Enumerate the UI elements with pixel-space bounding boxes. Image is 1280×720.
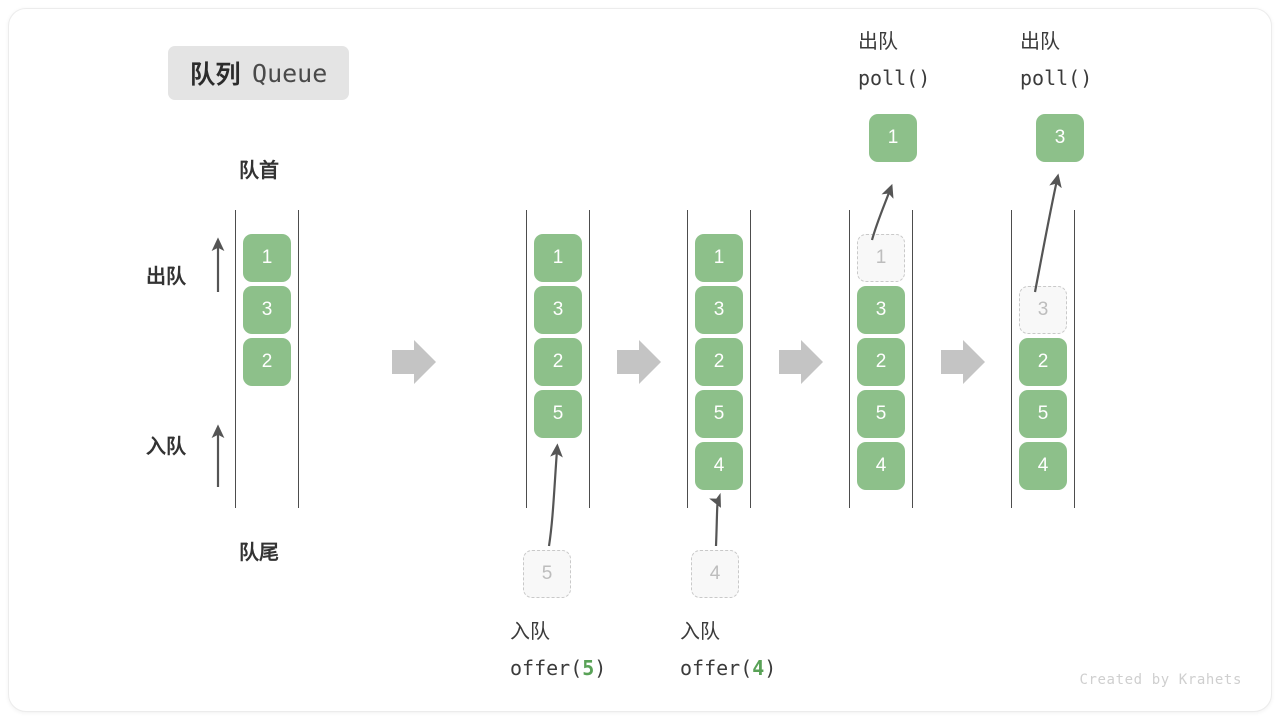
queue-slot: 4 xyxy=(1019,442,1067,490)
enqueue-direction-label: 入队 xyxy=(146,436,186,458)
poll-1-label-cn: 出队 xyxy=(858,31,898,53)
queue-rail-right xyxy=(1074,210,1075,508)
title-badge: 队列 Queue xyxy=(168,46,350,100)
offer-5-fn-arg: 5 xyxy=(582,656,595,680)
queue-slot: 4 xyxy=(857,442,905,490)
offer-5-label-fn: offer(5) xyxy=(510,658,606,678)
incoming-ghost-box-4: 4 xyxy=(691,550,739,598)
incoming-ghost-value-4: 4 xyxy=(709,563,721,584)
offer-5-label-cn: 入队 xyxy=(510,621,550,643)
queue-slot: 5 xyxy=(857,390,905,438)
poll-1-label-fn: poll() xyxy=(858,66,931,90)
queue-tail-label: 队尾 xyxy=(239,542,279,564)
queue-rail-left xyxy=(849,210,850,508)
title-cn: 队列 xyxy=(190,61,242,89)
poll-3-label-fn: poll() xyxy=(1020,66,1093,90)
queue-rail-right xyxy=(750,210,751,508)
queue-slot: 3 xyxy=(534,286,582,334)
watermark: Created by Krahets xyxy=(1079,672,1242,688)
queue-slot: 3 xyxy=(243,286,291,334)
queue-slot: 5 xyxy=(534,390,582,438)
queue-slot: 2 xyxy=(243,338,291,386)
queue-slot: 3 xyxy=(1019,286,1067,334)
offer-4-fn-arg: 4 xyxy=(752,656,765,680)
queue-slot: 3 xyxy=(695,286,743,334)
queue-rail-left xyxy=(235,210,236,508)
polled-value-box-3: 3 xyxy=(1036,114,1084,162)
queue-slot: 1 xyxy=(695,234,743,282)
queue-slot: 3 xyxy=(857,286,905,334)
queue-rail-right xyxy=(912,210,913,508)
queue-rail-left xyxy=(1011,210,1012,508)
queue-slot: 1 xyxy=(534,234,582,282)
queue-slot: 2 xyxy=(1019,338,1067,386)
queue-slot: 2 xyxy=(857,338,905,386)
polled-value-3: 3 xyxy=(1054,127,1066,148)
queue-rail-right xyxy=(298,210,299,508)
queue-slot: 2 xyxy=(695,338,743,386)
queue-rail-right xyxy=(589,210,590,508)
incoming-ghost-box-5: 5 xyxy=(523,550,571,598)
offer-5-fn-prefix: offer( xyxy=(510,656,583,680)
offer-4-fn-suffix: ) xyxy=(764,656,777,680)
queue-head-label: 队首 xyxy=(239,160,279,182)
queue-rail-left xyxy=(526,210,527,508)
queue-rail-left xyxy=(687,210,688,508)
queue-slot: 5 xyxy=(695,390,743,438)
queue-slot: 4 xyxy=(695,442,743,490)
poll-3-label-cn: 出队 xyxy=(1020,31,1060,53)
offer-4-fn-prefix: offer( xyxy=(680,656,753,680)
polled-value-1: 1 xyxy=(887,127,899,148)
offer-5-fn-suffix: ) xyxy=(594,656,607,680)
offer-4-label-cn: 入队 xyxy=(680,621,720,643)
offer-4-label-fn: offer(4) xyxy=(680,658,776,678)
queue-slot: 5 xyxy=(1019,390,1067,438)
queue-slot: 2 xyxy=(534,338,582,386)
diagram-card xyxy=(8,8,1272,712)
title-en: Queue xyxy=(252,58,328,88)
incoming-ghost-value-5: 5 xyxy=(541,563,553,584)
queue-slot: 1 xyxy=(243,234,291,282)
queue-slot: 1 xyxy=(857,234,905,282)
dequeue-direction-label: 出队 xyxy=(146,266,186,288)
polled-value-box-1: 1 xyxy=(869,114,917,162)
